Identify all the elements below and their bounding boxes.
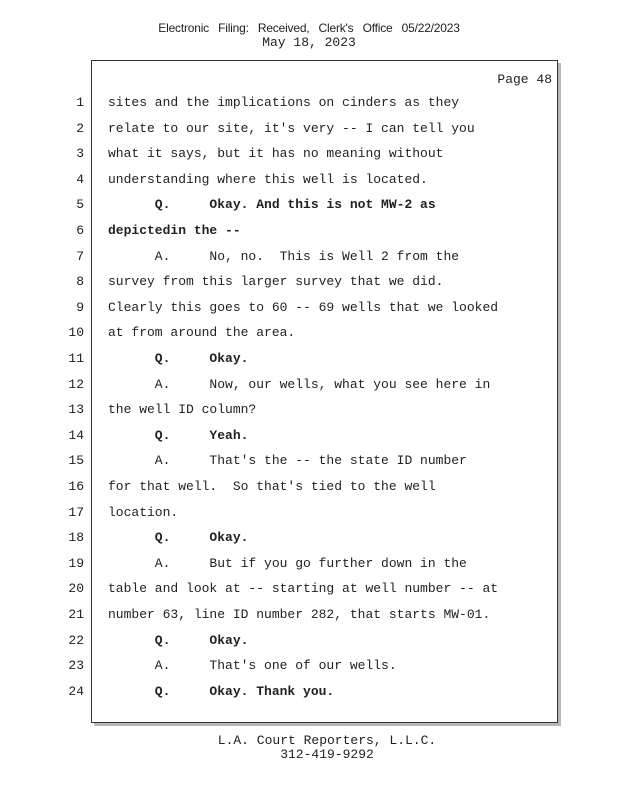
reporter-company: L.A. Court Reporters, L.L.C. [217,733,437,748]
line-number: 17 [68,505,84,520]
page-number: Page 48 [497,72,552,87]
transcript-frame: Page 48 [91,60,558,723]
line-number: 3 [76,146,84,161]
transcript-line: A. That's one of our wells. [108,658,397,673]
line-number: 23 [68,658,84,673]
line-number: 24 [68,684,84,699]
transcript-line: Q. Okay. Thank you. [108,684,335,699]
transcript-line: depictedin the -- [108,223,241,238]
transcript-line: Q. Okay. And this is not MW-2 as [108,197,436,212]
line-number: 18 [68,530,84,545]
transcript-line: the well ID column? [108,402,257,417]
line-number: 8 [76,274,84,289]
transcript-line: understanding where this well is located… [108,172,428,187]
transcript-line: at from around the area. [108,325,296,340]
line-number: 19 [68,556,84,571]
line-number: 14 [68,428,84,443]
deposition-date: May 18, 2023 [262,35,356,50]
line-number: 22 [68,633,84,648]
line-number: 16 [68,479,84,494]
reporter-phone: 312-419-9292 [280,747,374,762]
transcript-line: A. No, no. This is Well 2 from the [108,249,460,264]
line-number: 15 [68,453,84,468]
transcript-line: what it says, but it has no meaning with… [108,146,444,161]
line-number: 2 [76,121,84,136]
line-number: 7 [76,249,84,264]
transcript-line: A. But if you go further down in the [108,556,467,571]
line-number: 11 [68,351,84,366]
transcript-line: location. [108,505,179,520]
line-number: 6 [76,223,84,238]
transcript-line: Clearly this goes to 60 -- 69 wells that… [108,300,499,315]
transcript-line: Q. Okay. [108,633,249,648]
transcript-line: sites and the implications on cinders as… [108,95,460,110]
transcript-line: table and look at -- starting at well nu… [108,581,499,596]
line-number: 10 [68,325,84,340]
line-number: 13 [68,402,84,417]
transcript-line: Q. Yeah. [108,428,249,443]
transcript-line: A. Now, our wells, what you see here in [108,377,491,392]
line-number: 12 [68,377,84,392]
line-number: 20 [68,581,84,596]
line-number: 1 [76,95,84,110]
transcript-line: Q. Okay. [108,530,249,545]
transcript-line: survey from this larger survey that we d… [108,274,444,289]
filing-stamp: Electronic Filing: Received, Clerk's Off… [158,21,460,35]
line-number: 9 [76,300,84,315]
transcript-line: relate to our site, it's very -- I can t… [108,121,475,136]
transcript-line: Q. Okay. [108,351,249,366]
transcript-line: number 63, line ID number 282, that star… [108,607,491,622]
transcript-line: A. That's the -- the state ID number [108,453,467,468]
line-number: 4 [76,172,84,187]
line-number: 21 [68,607,84,622]
transcript-line: for that well. So that's tied to the wel… [108,479,436,494]
line-number: 5 [76,197,84,212]
